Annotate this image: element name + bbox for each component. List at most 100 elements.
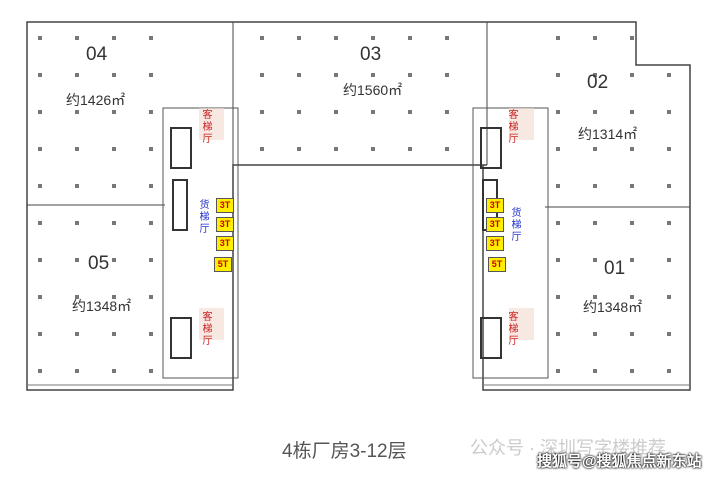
column [75,332,79,336]
column [149,369,153,373]
column [75,36,79,40]
column [334,73,338,77]
freight-lift: 3T [486,198,504,213]
column [75,369,79,373]
column [556,332,560,336]
watermark-source: 搜狐号@搜狐焦点新东站 [537,453,702,470]
column [408,36,412,40]
column [112,73,116,77]
column [593,369,597,373]
column [112,332,116,336]
freight-lift: 5T [488,257,506,272]
stair [170,317,192,359]
column [667,221,671,225]
column [593,36,597,40]
column [667,258,671,262]
column [260,110,264,114]
passenger-hall-label: 客梯厅 [202,312,213,347]
column [593,147,597,151]
passenger-lift-area [509,108,534,140]
column [371,73,375,77]
column [630,36,634,40]
column [112,258,116,262]
column [630,332,634,336]
column [38,73,42,77]
column [334,147,338,151]
column [445,147,449,151]
column [149,221,153,225]
column [667,147,671,151]
stair [170,127,192,169]
column [334,36,338,40]
unit-01-area: 约1348㎡ [583,299,643,315]
column [75,110,79,114]
column [445,110,449,114]
unit-03-area: 约1560㎡ [343,82,403,98]
column [149,184,153,188]
column [149,147,153,151]
freight-lift: 3T [216,236,234,251]
unit-05-label: 05 [88,253,110,274]
column [297,36,301,40]
column [112,221,116,225]
freight-hall-label: 货梯厅 [199,200,210,235]
passenger-lift-area [199,308,224,340]
column [667,332,671,336]
passenger-hall-label: 客梯厅 [508,312,519,347]
column [667,110,671,114]
column [667,369,671,373]
column [260,147,264,151]
column [112,184,116,188]
unit-04-area: 约1426㎡ [66,92,126,108]
column [630,258,634,262]
column [112,369,116,373]
unit-05-area: 约1348㎡ [72,298,132,314]
column [75,147,79,151]
column [593,332,597,336]
column [371,36,375,40]
passenger-hall-label: 客梯厅 [508,110,519,145]
unit-04-label: 04 [86,44,108,65]
freight-lift: 3T [216,198,234,213]
column [556,295,560,299]
passenger-lift-area [199,108,224,140]
freight-lift: 5T [214,257,232,272]
column [593,295,597,299]
freight-lift: 3T [486,217,504,232]
column [38,184,42,188]
column [112,36,116,40]
plan-caption: 4栋厂房3-12层 [282,441,407,462]
column [75,258,79,262]
column [38,36,42,40]
column [593,184,597,188]
column [149,332,153,336]
column [38,258,42,262]
column [371,110,375,114]
column [38,369,42,373]
passenger-lift-area [509,308,534,340]
column [38,332,42,336]
passenger-hall-label: 客梯厅 [202,110,213,145]
column [630,369,634,373]
column [38,110,42,114]
unit-02-area: 约1314㎡ [578,126,638,142]
column [112,295,116,299]
column [556,258,560,262]
column [445,36,449,40]
column [667,184,671,188]
column [556,73,560,77]
column [38,221,42,225]
column [556,147,560,151]
shaft [172,179,188,231]
column [630,110,634,114]
column [75,221,79,225]
column [112,110,116,114]
column [593,110,597,114]
column [297,110,301,114]
column [408,110,412,114]
column [297,147,301,151]
column [112,147,116,151]
column [75,73,79,77]
column [593,258,597,262]
column [149,295,153,299]
